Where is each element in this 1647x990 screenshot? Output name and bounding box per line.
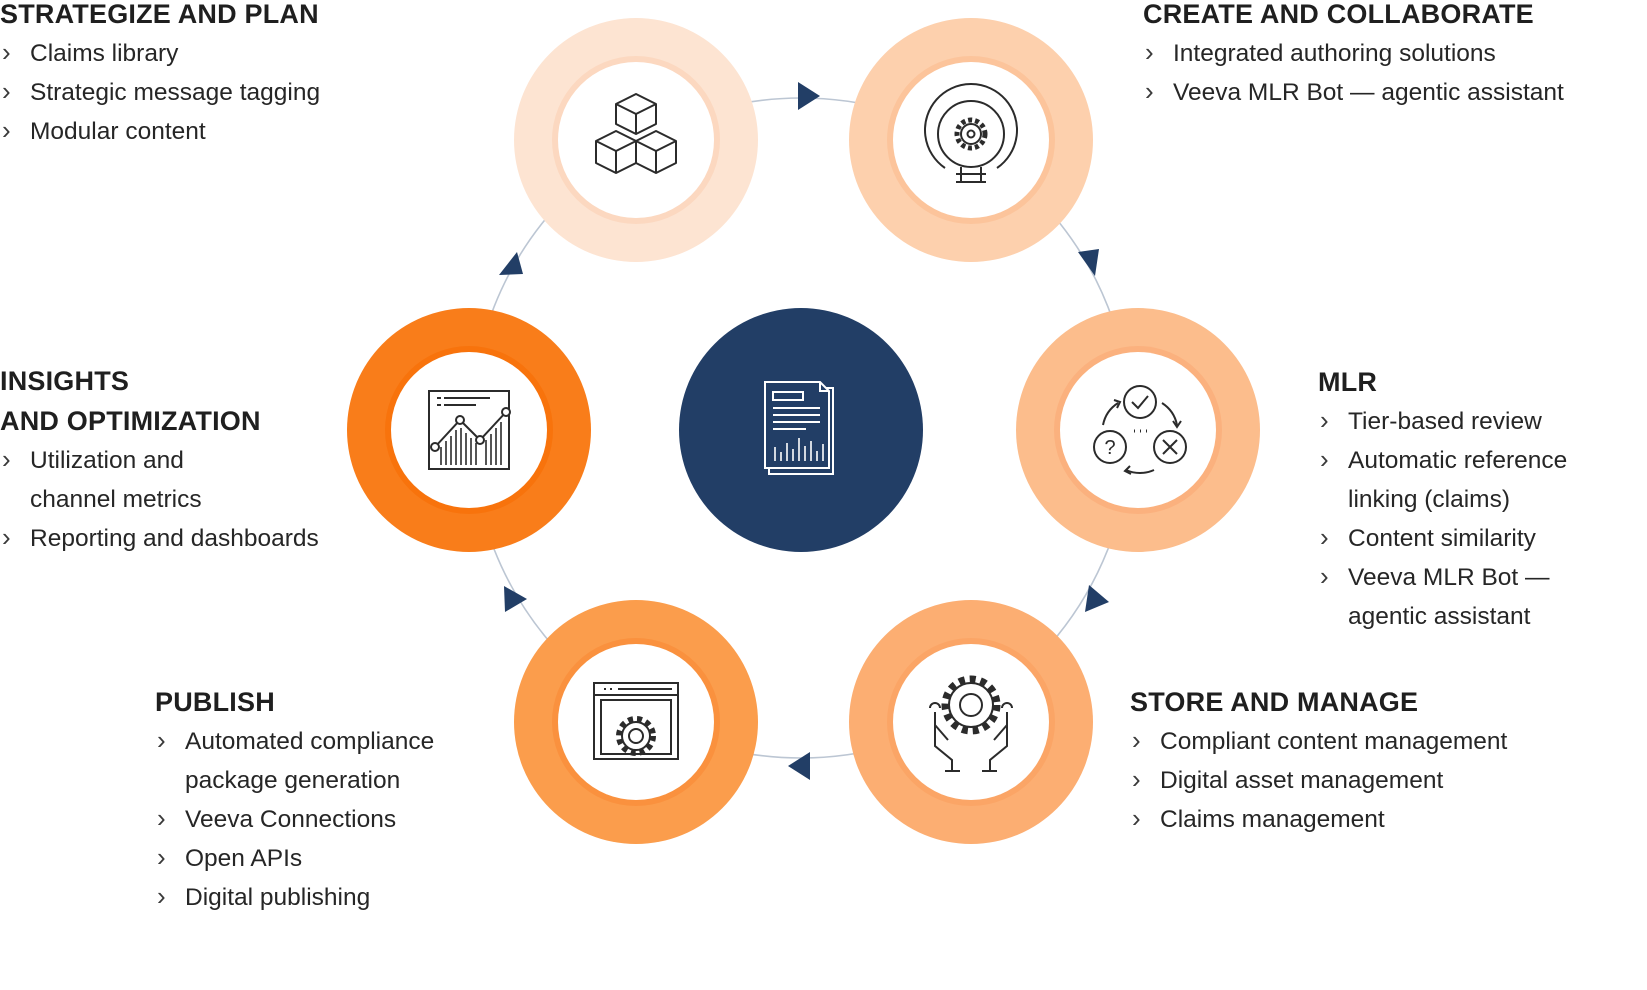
- list-item: Integrated authoring solutions: [1143, 33, 1564, 73]
- list-item-line: Utilization and: [30, 447, 184, 474]
- heading-create: CREATE AND COLLABORATE: [1143, 0, 1534, 29]
- list-item: Veeva MLR Bot — agentic assistant: [1143, 72, 1564, 112]
- heading-strategize: STRATEGIZE AND PLAN: [0, 0, 319, 29]
- list-item: Utilization and channel metrics: [0, 440, 319, 519]
- section-insights: INSIGHTS AND OPTIMIZATION Utilization an…: [0, 361, 319, 558]
- list-item-line: Automated compliance: [185, 728, 435, 755]
- list-item-line: Content similarity: [1348, 525, 1536, 552]
- arrow-mlr-to-store: [1085, 585, 1109, 612]
- heading-insights: INSIGHTS AND OPTIMIZATION: [0, 361, 319, 441]
- list-item: Strategic message tagging: [0, 72, 320, 112]
- list-item: Compliant content management: [1130, 721, 1507, 761]
- list-item: Claims management: [1130, 799, 1507, 839]
- list-item: Modular content: [0, 111, 320, 151]
- arrow-insights-to-strategize: [499, 252, 523, 275]
- analytics-chart-icon: [428, 390, 511, 470]
- section-publish: PUBLISH Automated compliance package gen…: [155, 682, 434, 917]
- section-store: STORE AND MANAGE Compliant content manag…: [1130, 682, 1507, 839]
- arrow-publish-to-insights: [504, 586, 527, 612]
- list-item-line: channel metrics: [30, 486, 202, 513]
- list-item: Automated compliance package generation: [155, 721, 435, 800]
- list-strategize: Claims library Strategic message tagging…: [0, 33, 320, 151]
- list-item: Reporting and dashboards: [0, 518, 319, 558]
- cubes-icon: [595, 93, 677, 174]
- list-item: Content similarity: [1318, 518, 1567, 558]
- browser-gear-icon: [593, 682, 679, 760]
- center-node: [679, 308, 923, 552]
- heading-store: STORE AND MANAGE: [1130, 687, 1419, 717]
- list-item: Open APIs: [155, 838, 434, 878]
- lightbulb-gear-icon: [924, 83, 1018, 183]
- document-report-icon: [764, 381, 834, 475]
- list-item-line: Veeva MLR Bot —: [1348, 564, 1550, 591]
- heading-insights-line: AND OPTIMIZATION: [0, 406, 261, 436]
- heading-insights-line: INSIGHTS: [0, 366, 130, 396]
- node-strategize: [514, 18, 758, 262]
- section-mlr: MLR Tier-based review Automatic referenc…: [1318, 362, 1567, 636]
- section-strategize: STRATEGIZE AND PLAN Claims library Strat…: [0, 0, 320, 151]
- list-item-line: Tier-based review: [1348, 408, 1542, 435]
- list-item: Digital asset management: [1130, 760, 1507, 800]
- heading-mlr: MLR: [1318, 367, 1378, 397]
- list-item: Veeva MLR Bot — agentic assistant: [1318, 557, 1567, 636]
- list-item: Digital publishing: [155, 877, 434, 917]
- list-item-line: Open APIs: [185, 845, 303, 872]
- list-item: Veeva Connections: [155, 799, 434, 839]
- svg-text:?: ?: [1104, 437, 1115, 459]
- section-create: CREATE AND COLLABORATE Integrated author…: [1143, 0, 1564, 112]
- list-item-line: package generation: [185, 767, 401, 794]
- list-item-line: Automatic reference: [1348, 447, 1568, 474]
- list-mlr: Tier-based review Automatic reference li…: [1318, 401, 1568, 636]
- node-create: [849, 18, 1093, 262]
- list-item-line: linking (claims): [1348, 486, 1511, 513]
- list-item: Tier-based review: [1318, 401, 1567, 441]
- list-item-line: agentic assistant: [1348, 603, 1531, 630]
- node-insights: [347, 308, 591, 552]
- list-item-line: Digital publishing: [185, 884, 371, 911]
- list-store: Compliant content management Digital ass…: [1130, 721, 1507, 839]
- list-item: Automatic reference linking (claims): [1318, 440, 1568, 519]
- list-publish: Automated compliance package generation …: [155, 721, 435, 917]
- review-cycle-icon: ?: [1093, 385, 1187, 475]
- heading-publish: PUBLISH: [155, 687, 275, 717]
- list-create: Integrated authoring solutions Veeva MLR…: [1143, 33, 1564, 112]
- node-store: [849, 600, 1093, 844]
- arrow-strategize-to-create: [798, 82, 820, 110]
- node-publish: [514, 600, 758, 844]
- hands-gear-icon: [929, 675, 1013, 772]
- list-item-line: Reporting and dashboards: [30, 525, 319, 552]
- arrow-store-to-publish: [788, 752, 810, 780]
- arrow-create-to-mlr: [1078, 249, 1099, 276]
- list-item: Claims library: [0, 33, 320, 73]
- list-insights: Utilization and channel metrics Reportin…: [0, 440, 319, 558]
- node-mlr: ?: [1016, 308, 1260, 552]
- list-item-line: Veeva Connections: [185, 806, 397, 833]
